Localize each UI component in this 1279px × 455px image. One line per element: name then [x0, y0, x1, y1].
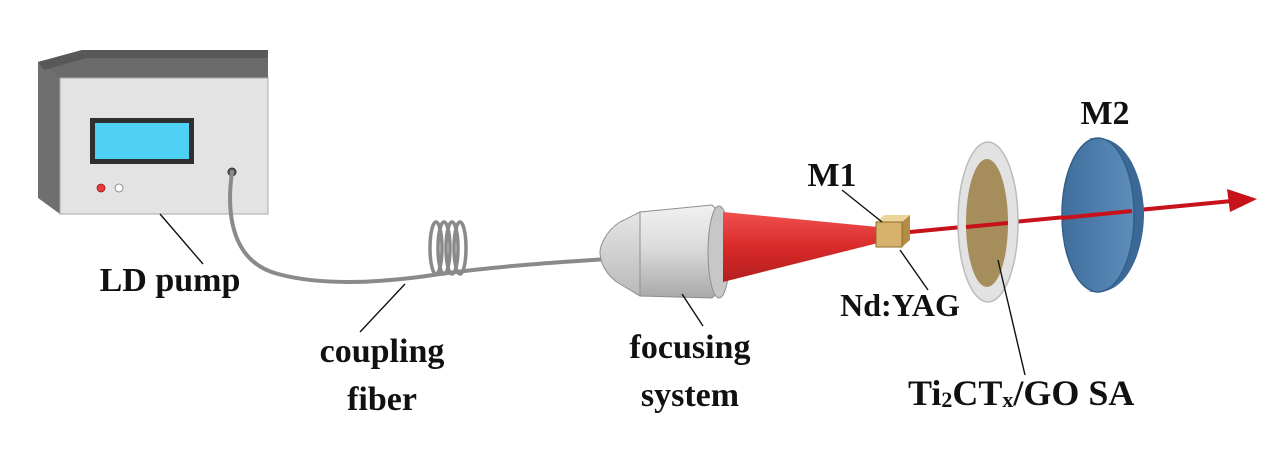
label-sa-subx: x: [1002, 387, 1013, 412]
label-ld-pump: LD pump: [100, 262, 241, 299]
label-sa: Ti2CTx/GO SA: [908, 373, 1134, 413]
crystal-side: [902, 215, 910, 247]
laser-beam-arrowhead: [1227, 189, 1257, 212]
ld-pump-side-face: [38, 62, 60, 214]
label-focusing-line2: system: [641, 377, 739, 414]
leader-sa: [997, 259, 1026, 376]
label-sa-ti: Ti: [908, 373, 941, 413]
pump-beam-cone: [723, 212, 878, 282]
leader-lines: [159, 189, 1026, 376]
leader-ld-pump: [159, 213, 204, 265]
label-sa-ct: CT: [952, 373, 1002, 413]
crystal-top: [876, 215, 910, 222]
label-coupling-line2: fiber: [347, 381, 417, 418]
label-m1: M1: [807, 157, 856, 194]
leader-ndyag: [899, 249, 929, 291]
label-ndyag: Nd:YAG: [840, 287, 960, 323]
label-m2: M2: [1080, 95, 1129, 132]
fiber-coil: [428, 220, 468, 276]
leader-focusing-system: [681, 293, 704, 327]
leader-coupling-fiber: [359, 283, 406, 333]
leader-m1: [841, 189, 883, 223]
laser-beam-through-m2: [1061, 209, 1133, 220]
label-focusing-line1: focusing: [630, 329, 751, 366]
fiber-cable: [228, 170, 610, 285]
ld-pump-red-button: [96, 183, 106, 193]
label-sa-sub2: 2: [941, 387, 952, 412]
label-sa-rest: /GO SA: [1012, 373, 1134, 413]
focusing-lens-tip: [599, 211, 641, 297]
laser-beam-through-sa: [965, 221, 1009, 229]
coupling-fiber: [228, 170, 610, 285]
label-coupling-line1: coupling: [320, 333, 445, 370]
focusing-system: [599, 204, 731, 299]
ld-pump-display-screen: [95, 123, 189, 159]
ndyag-crystal: [875, 215, 910, 248]
ld-pump-back-edge: [38, 50, 268, 70]
ld-pump-white-button: [114, 183, 124, 193]
ld-pump-unit: [38, 50, 269, 215]
saturable-absorber: [957, 141, 1019, 303]
crystal-front: [875, 221, 903, 248]
